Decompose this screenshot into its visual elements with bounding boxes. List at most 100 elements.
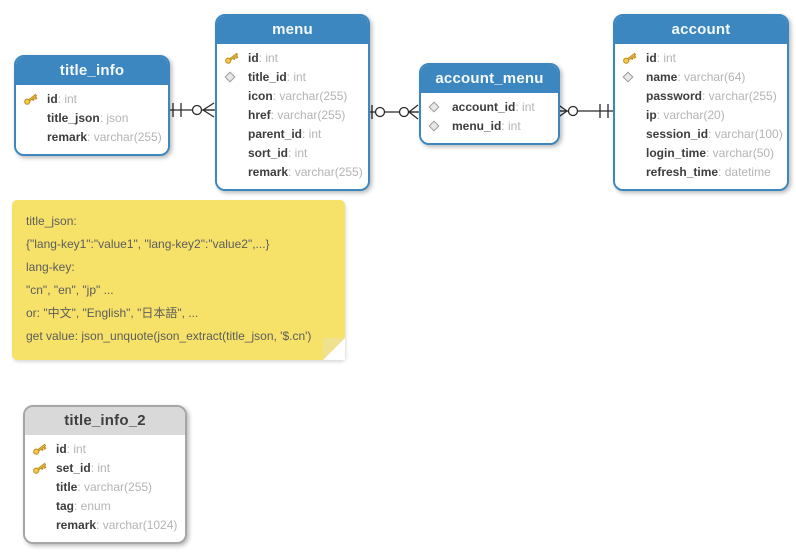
entity-header: account_menu bbox=[421, 65, 558, 93]
field-row[interactable]: tag: enum bbox=[32, 496, 181, 515]
field-name: ip bbox=[646, 107, 657, 122]
field-name: refresh_time bbox=[646, 164, 719, 179]
entity-header: title_info bbox=[16, 57, 168, 85]
field-row[interactable]: login_time: varchar(50) bbox=[622, 143, 783, 162]
field-row[interactable]: id: int bbox=[23, 89, 164, 108]
note-line: lang-key: bbox=[26, 260, 75, 274]
note-line: or: "中文", "English", "日本語", ... bbox=[26, 306, 199, 320]
field-type: : varchar(255) bbox=[87, 129, 162, 144]
field-row[interactable]: session_id: varchar(100) bbox=[622, 124, 783, 143]
connector-title_info-menu[interactable] bbox=[166, 102, 215, 118]
field-type: : int bbox=[57, 91, 78, 106]
field-type: : varchar(20) bbox=[656, 107, 725, 122]
field-type: : int bbox=[501, 118, 521, 133]
field-row[interactable]: id: int bbox=[622, 48, 783, 67]
primary-key-icon bbox=[32, 441, 56, 457]
field-type: : varchar(255) bbox=[288, 164, 363, 179]
note-line: "cn", "en", "jp" ... bbox=[26, 283, 114, 297]
field-name: href bbox=[248, 107, 271, 122]
foreign-key-diamond-icon bbox=[428, 119, 452, 132]
field-row[interactable]: remark: varchar(255) bbox=[224, 162, 364, 181]
field-name: set_id bbox=[56, 460, 91, 475]
sticky-note[interactable]: title_json: {"lang-key1":"value1", "lang… bbox=[12, 200, 345, 360]
field-name: id bbox=[646, 50, 657, 65]
entity-header: account bbox=[615, 16, 787, 44]
field-row[interactable]: title_json: json bbox=[23, 108, 164, 127]
field-name: title_id bbox=[248, 69, 287, 84]
field-row[interactable]: account_id: int bbox=[428, 97, 554, 116]
entity-header: menu bbox=[217, 16, 368, 44]
field-name: menu_id bbox=[452, 118, 502, 133]
connector-account_menu-account[interactable] bbox=[556, 103, 613, 119]
field-type: : varchar(255) bbox=[270, 107, 346, 122]
field-row[interactable]: title_id: int bbox=[224, 67, 364, 86]
note-line: get value: json_unquote(json_extract(tit… bbox=[26, 329, 312, 343]
field-name: id bbox=[47, 91, 58, 106]
field-name: remark bbox=[47, 129, 88, 144]
field-row[interactable]: menu_id: int bbox=[428, 116, 554, 135]
field-row[interactable]: name: varchar(64) bbox=[622, 67, 783, 86]
field-row[interactable]: href: varchar(255) bbox=[224, 105, 364, 124]
field-name: title bbox=[56, 479, 78, 494]
field-type: : varchar(255) bbox=[272, 88, 348, 103]
field-type: : int bbox=[258, 50, 279, 65]
field-name: id bbox=[56, 441, 67, 456]
note-fold-corner bbox=[323, 338, 345, 360]
field-name: remark bbox=[56, 517, 97, 532]
field-name: title_json bbox=[47, 110, 100, 125]
field-row[interactable]: parent_id: int bbox=[224, 124, 364, 143]
field-name: session_id bbox=[646, 126, 709, 141]
field-type: : int bbox=[656, 50, 677, 65]
field-row[interactable]: refresh_time: datetime bbox=[622, 162, 783, 181]
field-type: : int bbox=[288, 145, 308, 160]
field-row[interactable]: sort_id: int bbox=[224, 143, 364, 162]
field-type: : varchar(255) bbox=[702, 88, 777, 103]
field-name: tag bbox=[56, 498, 74, 513]
field-name: login_time bbox=[646, 145, 707, 160]
connector-menu-account_menu[interactable] bbox=[366, 104, 419, 120]
field-type: : json bbox=[99, 110, 129, 125]
field-type: : int bbox=[90, 460, 111, 475]
primary-key-icon bbox=[622, 50, 646, 66]
foreign-key-diamond-icon bbox=[622, 70, 646, 83]
field-row[interactable]: ip: varchar(20) bbox=[622, 105, 783, 124]
field-name: sort_id bbox=[248, 145, 289, 160]
field-type: : varchar(1024) bbox=[96, 517, 178, 532]
field-name: name bbox=[646, 69, 678, 84]
foreign-key-diamond-icon bbox=[428, 100, 452, 113]
field-row[interactable]: title: varchar(255) bbox=[32, 477, 181, 496]
field-name: parent_id bbox=[248, 126, 303, 141]
field-type: : int bbox=[515, 99, 535, 114]
field-type: : datetime bbox=[718, 164, 771, 179]
field-row[interactable]: set_id: int bbox=[32, 458, 181, 477]
field-row[interactable]: id: int bbox=[224, 48, 364, 67]
foreign-key-diamond-icon bbox=[224, 70, 248, 83]
field-type: : enum bbox=[74, 498, 111, 513]
field-row[interactable]: password: varchar(255) bbox=[622, 86, 783, 105]
field-row[interactable]: remark: varchar(255) bbox=[23, 127, 164, 146]
field-name: password bbox=[646, 88, 703, 103]
field-type: : varchar(64) bbox=[677, 69, 746, 84]
field-name: remark bbox=[248, 164, 289, 179]
field-name: account_id bbox=[452, 99, 516, 114]
note-line: {"lang-key1":"value1", "lang-key2":"valu… bbox=[26, 237, 270, 251]
field-row[interactable]: remark: varchar(1024) bbox=[32, 515, 181, 534]
field-type: : varchar(100) bbox=[708, 126, 783, 141]
field-row[interactable]: id: int bbox=[32, 439, 181, 458]
field-row[interactable]: icon: varchar(255) bbox=[224, 86, 364, 105]
field-type: : int bbox=[66, 441, 87, 456]
primary-key-icon bbox=[32, 460, 56, 476]
field-type: : varchar(50) bbox=[706, 145, 775, 160]
primary-key-icon bbox=[224, 50, 248, 66]
field-name: icon bbox=[248, 88, 273, 103]
